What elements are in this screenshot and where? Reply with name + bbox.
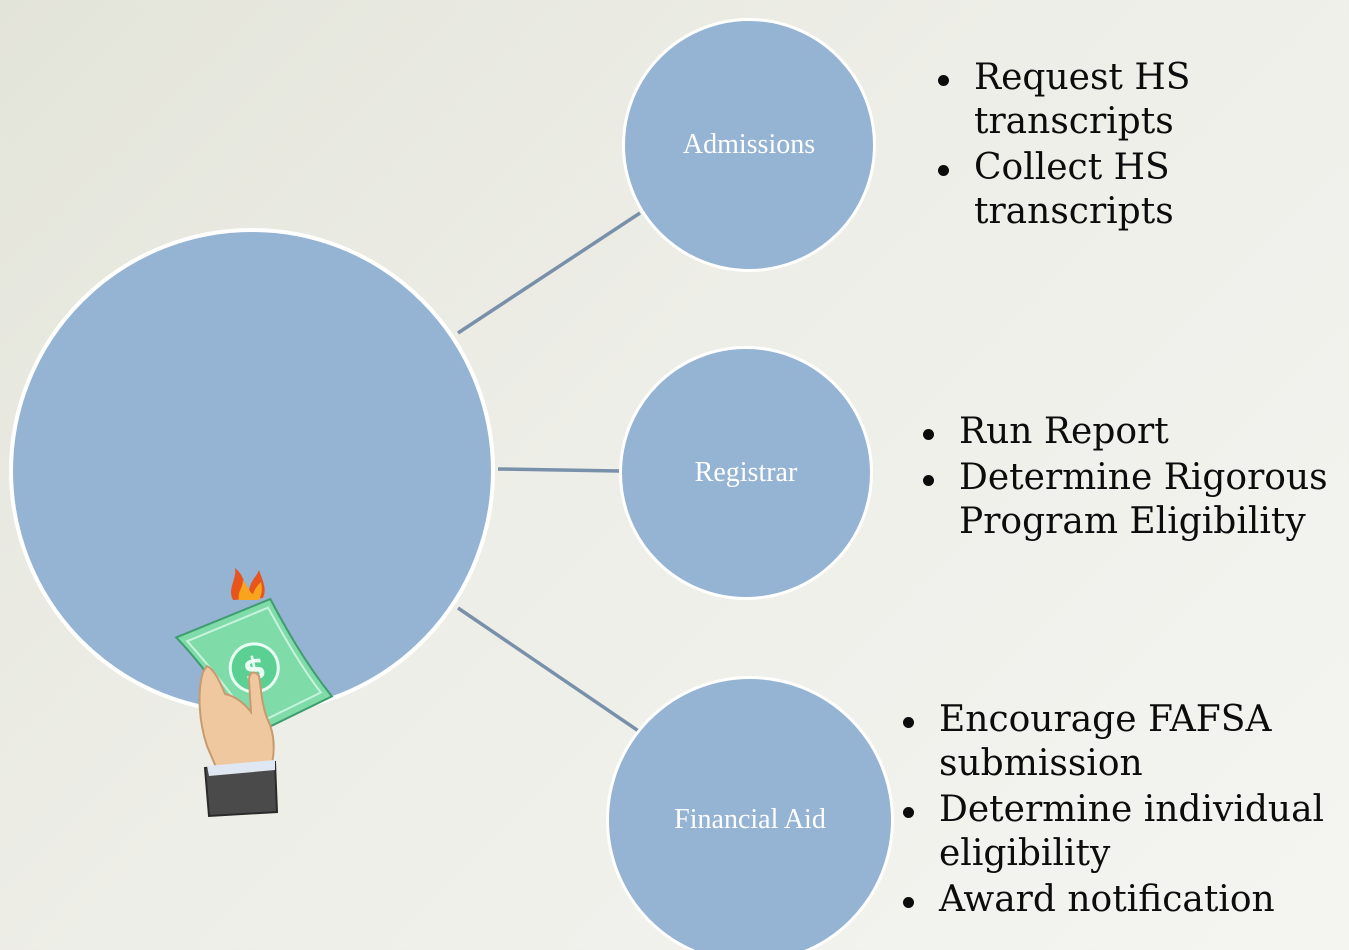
banknote-icon: $ (174, 597, 334, 738)
bullet-text: Award notification (939, 878, 1275, 920)
bullet-dot-icon (938, 75, 949, 86)
bullet-dot-icon (903, 806, 914, 818)
list-item: Request HS transcripts (928, 56, 1308, 144)
list-item: Run Report (913, 410, 1349, 454)
node-registrar: Registrar (619, 346, 873, 600)
node-financial-aid: Financial Aid (606, 676, 894, 950)
hub-circle: $ (9, 228, 495, 818)
bullet-dot-icon (938, 164, 949, 176)
bullet-dot-icon (903, 896, 914, 908)
node-label-admissions: Admissions (682, 129, 816, 160)
list-item: Award notification (893, 878, 1343, 922)
bullet-dot-icon (903, 717, 914, 728)
bullet-text: Collect HS transcripts (974, 146, 1174, 232)
hand-icon (198, 664, 279, 818)
flame-icon (231, 568, 265, 600)
hand-holding-burning-money-icon: $ (174, 568, 334, 818)
bullet-list-registrar: Run Report Determine Rigorous Program El… (913, 410, 1349, 546)
bullet-text: Run Report (959, 411, 1169, 452)
connector-financial-aid (457, 606, 641, 734)
bullet-text: Request HS transcripts (974, 57, 1191, 142)
list-item: Encourage FAFSA submission (893, 698, 1343, 786)
node-label-registrar: Registrar (694, 457, 798, 488)
list-item: Determine Rigorous Program Eligibility (913, 456, 1349, 544)
connector-admissions (457, 211, 641, 335)
bullet-text: Determine individual eligibility (939, 788, 1325, 874)
connector-registrar (497, 467, 621, 473)
bullet-text: Encourage FAFSA submission (939, 699, 1272, 784)
bullet-list-admissions: Request HS transcripts Collect HS transc… (928, 56, 1308, 236)
bullet-list-financial-aid: Encourage FAFSA submission Determine ind… (893, 698, 1343, 924)
list-item: Determine individual eligibility (893, 788, 1343, 876)
list-item: Collect HS transcripts (928, 146, 1308, 234)
bullet-dot-icon (923, 429, 934, 440)
node-admissions: Admissions (622, 18, 876, 272)
bullet-text: Determine Rigorous Program Eligibility (959, 456, 1328, 542)
node-label-financial-aid: Financial Aid (674, 804, 826, 835)
bullet-dot-icon (923, 474, 934, 486)
